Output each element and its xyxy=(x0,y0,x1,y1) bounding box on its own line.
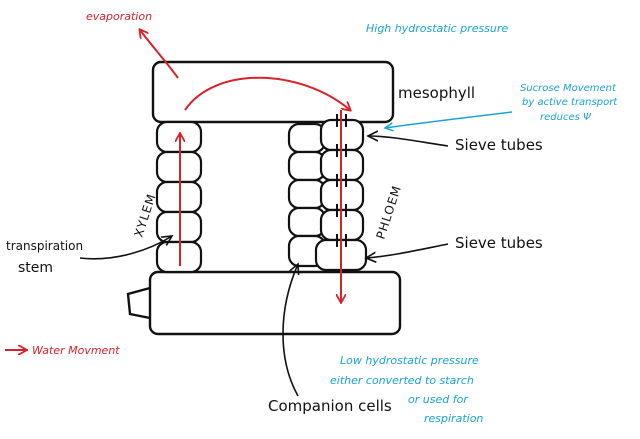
mesophyll-block xyxy=(151,60,395,124)
companion-cells xyxy=(287,122,327,268)
transpiration-label-line-2: stem xyxy=(18,260,53,276)
sieve-tubes-upper-label: Sieve tubes xyxy=(455,136,543,154)
low-pressure-line-3: or used for xyxy=(408,393,469,406)
mesophyll-flow-arrow xyxy=(184,76,350,110)
evaporation-label: evaporation xyxy=(86,10,152,23)
companion-cells-label: Companion cells xyxy=(268,397,392,415)
sieve-tubes-lower-pointer xyxy=(366,243,449,258)
sucrose-line-1: Sucrose Movement xyxy=(520,83,617,94)
water-movement-label: Water Movment xyxy=(32,344,120,357)
high-pressure-label: High hydrostatic pressure xyxy=(366,22,508,35)
low-pressure-line-1: Low hydrostatic pressure xyxy=(340,354,479,367)
sucrose-pointer xyxy=(385,111,513,128)
sieve-tubes-lower-label: Sieve tubes xyxy=(455,234,543,252)
mesophyll-label: mesophyll xyxy=(398,84,475,102)
xylem-cells xyxy=(155,120,203,274)
low-pressure-line-2: either converted to starch xyxy=(330,374,474,387)
sieve-tubes-upper-pointer xyxy=(368,136,449,147)
evaporation-arrow xyxy=(140,30,179,79)
transpiration-label-line-1: transpiration xyxy=(6,239,83,253)
stem-block xyxy=(126,270,402,336)
sieve-plate-marks xyxy=(336,114,347,247)
companion-cells-pointer xyxy=(282,264,298,397)
transpiration-pointer xyxy=(79,236,172,260)
sucrose-line-2: by active transport xyxy=(522,97,618,108)
phloem-label: PHLOEM xyxy=(374,183,405,240)
xylem-label: XYLEM xyxy=(132,192,159,239)
low-pressure-line-4: respiration xyxy=(424,412,483,425)
sucrose-line-3: reduces Ψ xyxy=(540,112,592,123)
